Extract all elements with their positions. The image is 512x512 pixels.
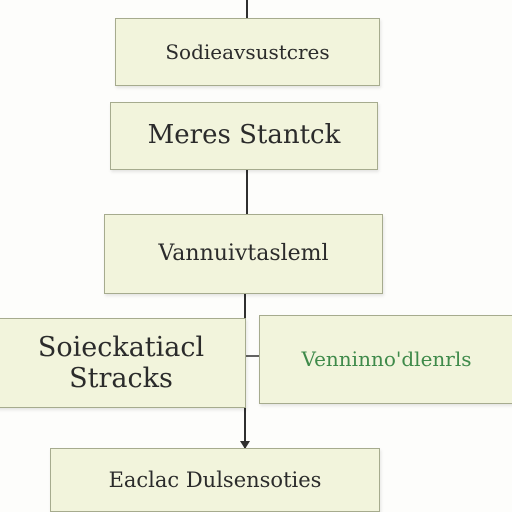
flow-box-4-line-1: Soieckatiacl: [37, 331, 205, 363]
flow-box-3: Vannuivtasleml: [104, 214, 383, 294]
flow-box-2: Meres Stantck: [110, 102, 378, 170]
flow-box-6-line-1: Eaclac Dulsensoties: [108, 467, 322, 492]
flow-box-3-line-1: Vannuivtasleml: [158, 241, 329, 267]
flow-box-6: Eaclac Dulsensoties: [50, 448, 380, 512]
flow-box-2-line-1: Meres Stantck: [147, 120, 341, 151]
flow-box-5-line-1: Venninno'dlenrls: [301, 347, 472, 371]
flow-box-5: Venninno'dlenrls: [259, 315, 512, 404]
flow-box-1-line-1: Sodieavsustcres: [165, 39, 330, 64]
flow-box-4: Soieckatiacl Stracks: [0, 318, 246, 408]
flow-box-1: Sodieavsustcres: [115, 18, 380, 86]
arrowhead-box-6: [240, 441, 250, 449]
flow-box-4-line-2: Stracks: [69, 363, 173, 394]
